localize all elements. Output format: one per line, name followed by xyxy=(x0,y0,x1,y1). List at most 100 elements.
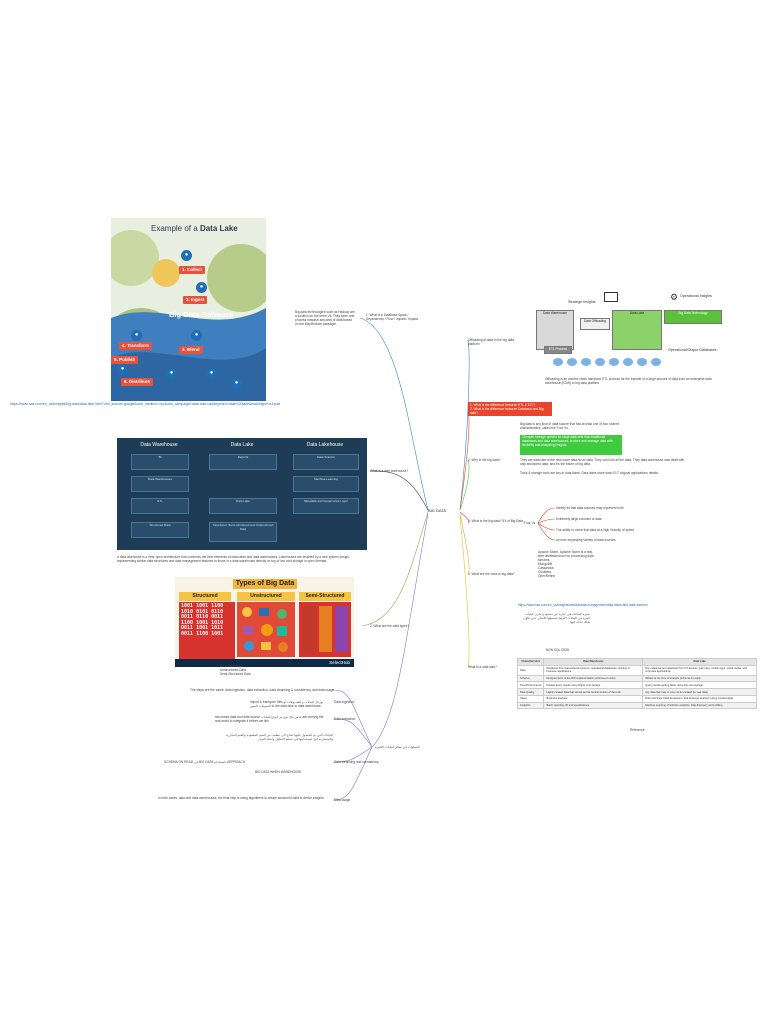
unstructured-panel xyxy=(237,602,295,657)
databases-icons xyxy=(552,354,708,366)
why-question[interactable]: 2. Why is the big data? xyxy=(468,458,501,462)
step-blend: 3. Blend xyxy=(179,346,203,354)
vs-volume: Extremely large volumes of data xyxy=(556,517,602,521)
tools-question[interactable]: 4. What are the tools in big data? xyxy=(468,572,515,576)
lh-meta: Metadata and Governance Layer xyxy=(304,499,348,503)
connector-lake xyxy=(459,515,470,668)
transform-icon: ● xyxy=(131,330,142,341)
publish-icon: ● xyxy=(117,364,128,375)
schema-note: SCHEMA ON READ في BIG DATA باستخدام APPR… xyxy=(164,760,245,764)
steps-question[interactable]: الخطوات في نظام البيانات الكبيرة xyxy=(375,745,420,749)
vs-velocity: The ability to move that data at a high … xyxy=(556,528,635,532)
semistructured-panel xyxy=(299,602,351,657)
connector-why xyxy=(459,459,470,511)
blend-icon: ● xyxy=(191,330,202,341)
extract-note: structured data and data source خاص بكل … xyxy=(215,715,324,723)
col-unstructured: Unstructured xyxy=(237,592,295,601)
lh-ml: Machine Learning xyxy=(314,477,338,481)
data-lake-box: Data Lake xyxy=(612,310,662,350)
connector-types xyxy=(361,511,429,627)
gear-icon: ⚙ xyxy=(670,292,679,302)
tech-box: Big Data Technology xyxy=(664,310,722,324)
ingest-note: import & transport: files پورتال البيانا… xyxy=(250,700,324,708)
lakehouse-note: A data lakehouse is a new, open architec… xyxy=(117,555,350,563)
unstructured-icons xyxy=(242,607,288,652)
lake-article-link[interactable]: https://www.sas.com/en_us/insights/artic… xyxy=(518,603,648,607)
warehouse-question[interactable]: 1. What is a Database Spark / Dependency… xyxy=(366,313,418,321)
th-characteristics: Characteristics xyxy=(516,658,545,666)
step-distribute: 6. Distribute xyxy=(121,378,154,386)
step-usage[interactable]: Data usage xyxy=(334,798,351,802)
lh-ds: Data Science xyxy=(317,455,335,459)
lake-illustration xyxy=(111,230,266,401)
ingest-icon: ● xyxy=(196,282,207,293)
non-sql-label: NON SQL DATA xyxy=(546,648,570,652)
lake-note-arabic: بحيرة البيانات هي عبارة عن مستودع يخزن ك… xyxy=(523,612,590,624)
laptop-icon xyxy=(604,292,618,302)
flow-question[interactable]: Offloading of data in the big data platf… xyxy=(468,338,515,346)
lh-col-lakehouse: Data Lakehouse Data Science Machine Lear… xyxy=(287,442,363,546)
types-of-big-data-image: Types of Big Data Structured Unstructure… xyxy=(175,577,354,667)
operational-databases: Operational/Output Databases xyxy=(668,348,717,352)
steps-note: The steps are the same: data ingestion, … xyxy=(190,688,335,692)
why-note: Big data is any kind of data source that… xyxy=(520,422,619,430)
step-cleansing[interactable]: Data cleansing and consistency xyxy=(334,760,379,764)
warehouse-approach: BIG DATA WHEN WAREHOUSE xyxy=(255,770,302,774)
vs-variety: Variety so that data sources may represe… xyxy=(556,506,624,510)
semistructured-icons xyxy=(303,606,348,652)
lakehouse-question[interactable]: What is a lake warehouse? xyxy=(370,469,409,473)
connector-vs xyxy=(459,511,470,524)
cleansing-note: البيانات التي تم الحصول عليها تحتاج الى … xyxy=(226,733,333,741)
vs-sources: an ever-expanding Variety of data source… xyxy=(556,538,616,542)
lake-question[interactable]: What is a data lake? xyxy=(468,665,497,669)
step-ingestion[interactable]: Data ingestion xyxy=(334,700,355,704)
four-vs[interactable]: Four Vs xyxy=(524,521,536,525)
offloading-architecture: Strategic Insights ⚙ Operational Insight… xyxy=(532,290,724,370)
th-lake: Data Lake xyxy=(642,658,757,666)
th-warehouse: Data Warehouse xyxy=(543,658,644,666)
strategic-insights: Strategic Insights xyxy=(568,300,596,304)
why-note-2: They are data lake is the new wave data … xyxy=(520,458,685,466)
types-list: Structured Data Unstructured Data Semi-S… xyxy=(220,664,251,676)
lake-title-bold: Data Lake xyxy=(199,224,238,233)
green-note: Cheaper storage options for large data s… xyxy=(520,435,622,455)
connector-lakehouse xyxy=(369,470,429,511)
lh-bi: BI xyxy=(158,455,162,459)
warehouse-note: Big data technologies such as Hadoop are… xyxy=(295,310,355,326)
lh-structured: Structured Data xyxy=(149,523,171,527)
lh-col-lake: Data Lake Reports Data Lake Structured, … xyxy=(203,442,281,546)
share-icon: ● xyxy=(166,368,177,379)
types-title: Types of Big Data xyxy=(233,579,297,589)
etl-box: ETL Process xyxy=(544,346,572,354)
center-topic[interactable]: BIG DATA xyxy=(428,508,447,513)
structured-panel: 1001 1001 1100 1010 0101 0110 0011 0110 … xyxy=(179,602,235,661)
lake-source-link[interactable]: https://www.sas.com/en_us/insights/big-d… xyxy=(10,402,280,406)
lh-col-warehouse: Data Warehouse BI Data Warehouses ETL St… xyxy=(121,442,197,546)
col-semistructured: Semi-Structured xyxy=(299,592,351,601)
lake-center-label: Big Data Software xyxy=(169,310,234,319)
types-question[interactable]: 2. What are the data types? xyxy=(370,624,410,628)
lh-etl: ETL xyxy=(157,499,163,503)
step-ingest: 2. Ingest xyxy=(183,296,208,304)
connector-tools xyxy=(459,513,470,575)
step-extraction[interactable]: Data extraction xyxy=(334,717,356,721)
data-warehouse-box: Data Warehouse xyxy=(536,310,574,350)
selecthub-logo: SelectHub xyxy=(329,660,350,665)
lh-dw: Data Warehouses xyxy=(148,477,172,481)
warehouse-vs-lake-table: Characteristics Data Warehouse Data Lake… xyxy=(516,658,757,710)
data-lake-image: Example of a Data Lake Big Data Software… xyxy=(111,218,266,401)
vs-question[interactable]: 3. What is the big data? 5's of Big Data xyxy=(468,519,524,523)
chart-icon: ● xyxy=(206,368,217,379)
step-collect: 1. Collect xyxy=(179,266,206,274)
red-notes[interactable]: 1. What is the difference between ETL & … xyxy=(468,402,552,416)
cart-icon: ● xyxy=(231,378,242,389)
collect-icon: ● xyxy=(181,250,192,261)
why-note-3: Tools & storage tools are key in data la… xyxy=(520,471,659,475)
